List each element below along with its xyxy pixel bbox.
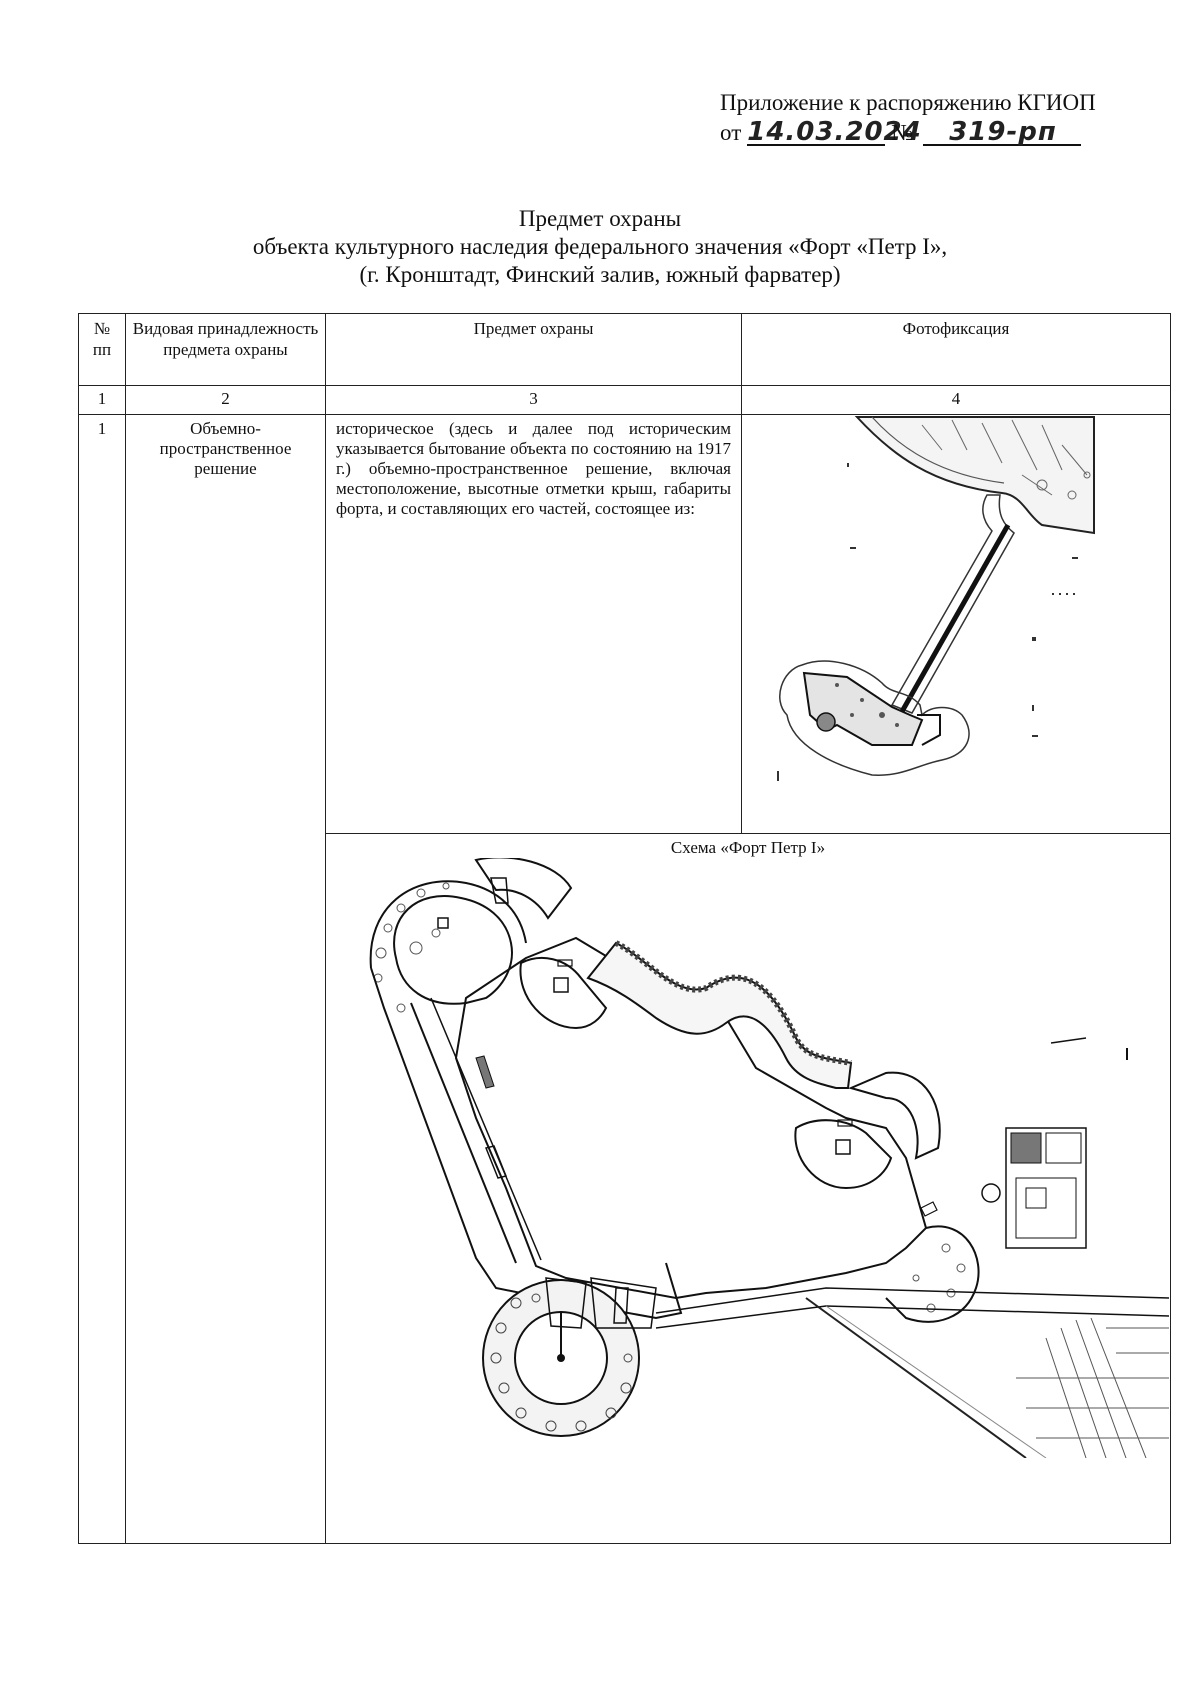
row-num: 1 — [78, 414, 126, 1544]
table-header-row: № пп Видовая принадлежность предмета охр… — [78, 313, 1171, 386]
col-number-1: 1 — [78, 385, 126, 415]
scheme-title: Схема «Форт Петр I» — [670, 838, 826, 857]
col-number-2: 2 — [125, 385, 326, 415]
header-photo: Фотофиксация — [741, 313, 1171, 386]
row-subject-text: историческое (здесь и далее под историче… — [325, 414, 742, 834]
header-subject: Предмет охраны — [325, 313, 742, 386]
header-num: № пп — [78, 313, 126, 386]
column-number-row: 1 2 3 4 — [78, 385, 1171, 415]
scheme-cell: Схема «Форт Петр I» — [325, 833, 1171, 1544]
protection-subject-table: № пп Видовая принадлежность предмета охр… — [78, 313, 1171, 1544]
handwritten-date: 14.03.2024 — [747, 117, 922, 147]
document-title: Предмет охраны объекта культурного насле… — [0, 205, 1200, 289]
fort-location-plan — [777, 416, 1095, 781]
appendix-reference: Приложение к распоряжению КГИОП от 14.03… — [720, 88, 1096, 148]
header-kind: Видовая принадлежность предмета охраны — [125, 313, 326, 386]
table-row: 1 Объемно-пространственное решение истор… — [78, 414, 1171, 1544]
date-prefix: от — [720, 120, 742, 145]
scheme-row: Схема «Форт Петр I» — [79, 833, 1171, 1544]
handwritten-number: 319-рп — [923, 119, 1082, 146]
row-kind: Объемно-пространственное решение — [125, 414, 326, 1544]
appendix-line: Приложение к распоряжению КГИОП — [720, 90, 1096, 115]
title-line-3: (г. Кронштадт, Финский залив, южный фарв… — [359, 262, 841, 287]
fort-scheme-drawing — [369, 858, 1169, 1458]
col-number-3: 3 — [325, 385, 742, 415]
number-sign: № — [891, 120, 914, 145]
title-line-1: Предмет охраны — [518, 206, 682, 231]
title-line-2: объекта культурного наследия федеральног… — [252, 234, 948, 259]
appendix-date-number-line: от 14.03.2024 № 319-рп — [720, 118, 1096, 148]
location-plan-cell — [741, 414, 1171, 834]
col-number-4: 4 — [741, 385, 1171, 415]
